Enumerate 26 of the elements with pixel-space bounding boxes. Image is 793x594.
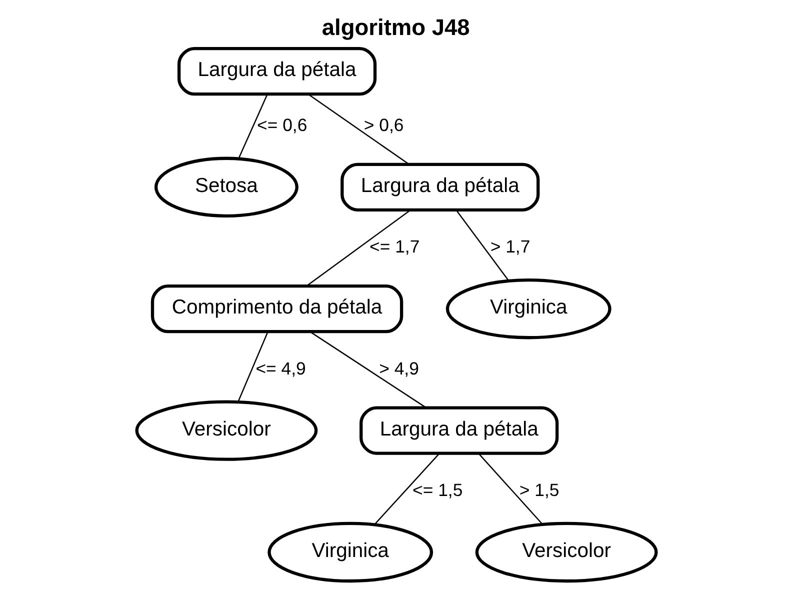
edge-label: <= 0,6 xyxy=(256,114,308,135)
edge-label: > 4,9 xyxy=(379,358,419,378)
connector xyxy=(237,332,268,402)
edge-label: <= 1,7 xyxy=(370,236,420,257)
edge-label: > 1,5 xyxy=(519,480,560,500)
node-ellipse: Virginica xyxy=(446,278,612,340)
connector xyxy=(374,453,440,526)
connector xyxy=(308,94,410,165)
node-ellipse: Versicolor xyxy=(475,522,658,583)
edge-label: > 0,6 xyxy=(364,114,404,135)
connector xyxy=(310,331,426,408)
node-ellipse: Setosa xyxy=(154,156,298,218)
connector xyxy=(238,94,268,160)
connector xyxy=(306,210,411,286)
node-box: Largura da pétala xyxy=(360,406,559,455)
connector xyxy=(478,453,543,525)
node-ellipse: Versicolor xyxy=(135,400,318,461)
node-box: Largura da pétala xyxy=(177,46,377,96)
node-box: Comprimento da pétala xyxy=(150,284,404,334)
node-ellipse: Virginica xyxy=(268,522,434,583)
diagram-title: algoritmo J48 xyxy=(322,14,470,40)
edge-label: <= 1,5 xyxy=(412,480,463,500)
node-box: Largura da pétala xyxy=(340,162,540,212)
edge-label: <= 4,9 xyxy=(256,358,306,378)
connector xyxy=(456,210,510,282)
edge-label: > 1,7 xyxy=(490,236,530,257)
